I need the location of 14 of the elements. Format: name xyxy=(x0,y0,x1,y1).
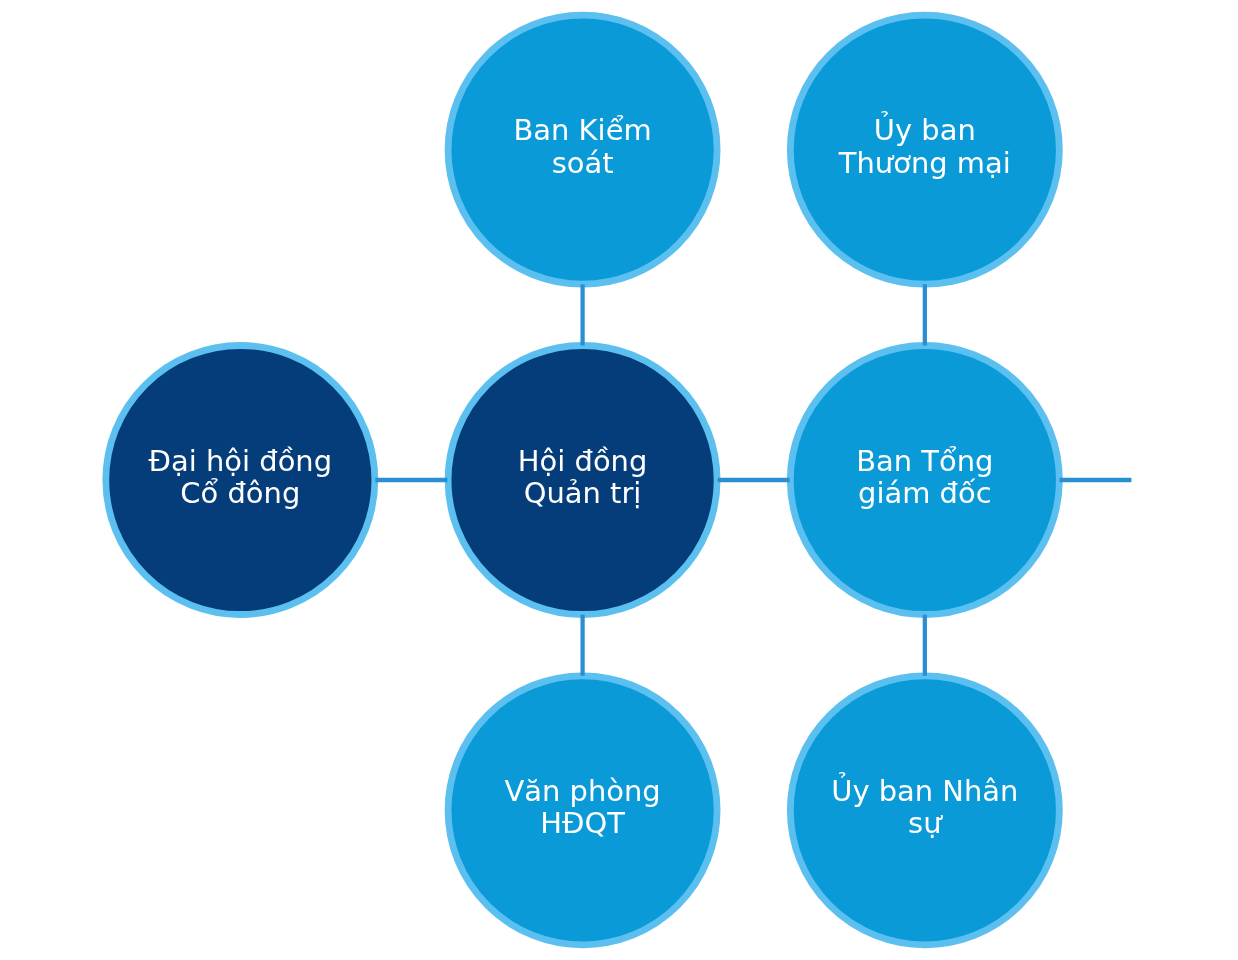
connector xyxy=(717,477,790,483)
connector xyxy=(579,284,585,346)
node-circle: Đại hội đồng Cổ đông xyxy=(101,342,378,618)
node-circle: Ban Kiểm soát xyxy=(444,11,720,288)
node-circle: Ủy ban Thương mại xyxy=(786,11,1063,288)
connector xyxy=(922,614,927,676)
node-circle: Ủy ban Nhân sự xyxy=(786,672,1063,949)
connector xyxy=(579,614,585,676)
node-circle: Văn phòng HĐQT xyxy=(444,672,720,949)
node-circle: Hội đồng Quản trị xyxy=(444,342,720,618)
connector xyxy=(374,477,447,483)
node-circle: Ban Tổng giám đốc xyxy=(786,342,1063,618)
connector xyxy=(1059,477,1131,483)
connector xyxy=(922,284,927,346)
